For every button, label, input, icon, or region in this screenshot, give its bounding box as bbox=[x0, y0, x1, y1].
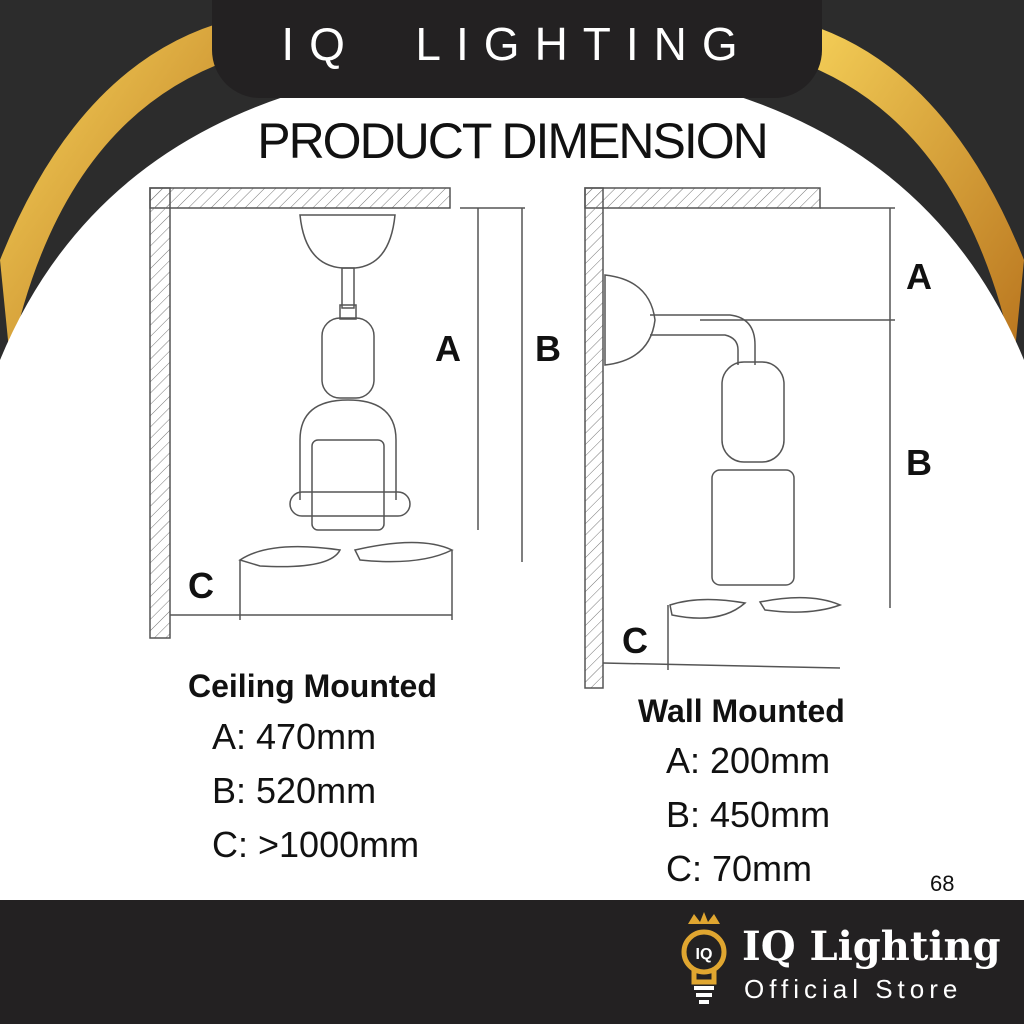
ceiling-label-a: A bbox=[435, 328, 461, 369]
ceiling-label-b: B bbox=[535, 328, 561, 369]
ceiling-spec-b: B: 520mm bbox=[212, 770, 377, 811]
wall-spec-b: B: 450mm bbox=[666, 794, 831, 835]
wall-mount-diagram bbox=[584, 187, 895, 689]
wall-label-c: C bbox=[622, 620, 648, 661]
wall-spec-a: A: 200mm bbox=[666, 740, 831, 781]
brand-banner: IQ LIGHTING bbox=[212, 0, 822, 98]
page-title: PRODUCT DIMENSION bbox=[257, 113, 769, 169]
ceiling-mount-diagram bbox=[149, 187, 525, 639]
wall-heading: Wall Mounted bbox=[638, 693, 845, 729]
ceiling-spec-c: C: >1000mm bbox=[212, 824, 420, 865]
wall-label-a: A bbox=[906, 256, 932, 297]
logo-subtitle: Official Store bbox=[744, 974, 963, 1004]
ceiling-label-c: C bbox=[188, 565, 214, 606]
logo-badge: IQ bbox=[696, 946, 713, 963]
logo-name: IQ Lighting bbox=[742, 923, 1001, 970]
wall-spec-c: C: 70mm bbox=[666, 848, 813, 889]
footer-bar bbox=[0, 900, 1024, 1024]
wall-label-b: B bbox=[906, 442, 932, 483]
ceiling-heading: Ceiling Mounted bbox=[188, 668, 437, 704]
lightbulb-crown-logo-icon: IQ bbox=[681, 912, 727, 1004]
ceiling-spec-a: A: 470mm bbox=[212, 716, 377, 757]
overlay-number: 68 bbox=[930, 871, 955, 896]
